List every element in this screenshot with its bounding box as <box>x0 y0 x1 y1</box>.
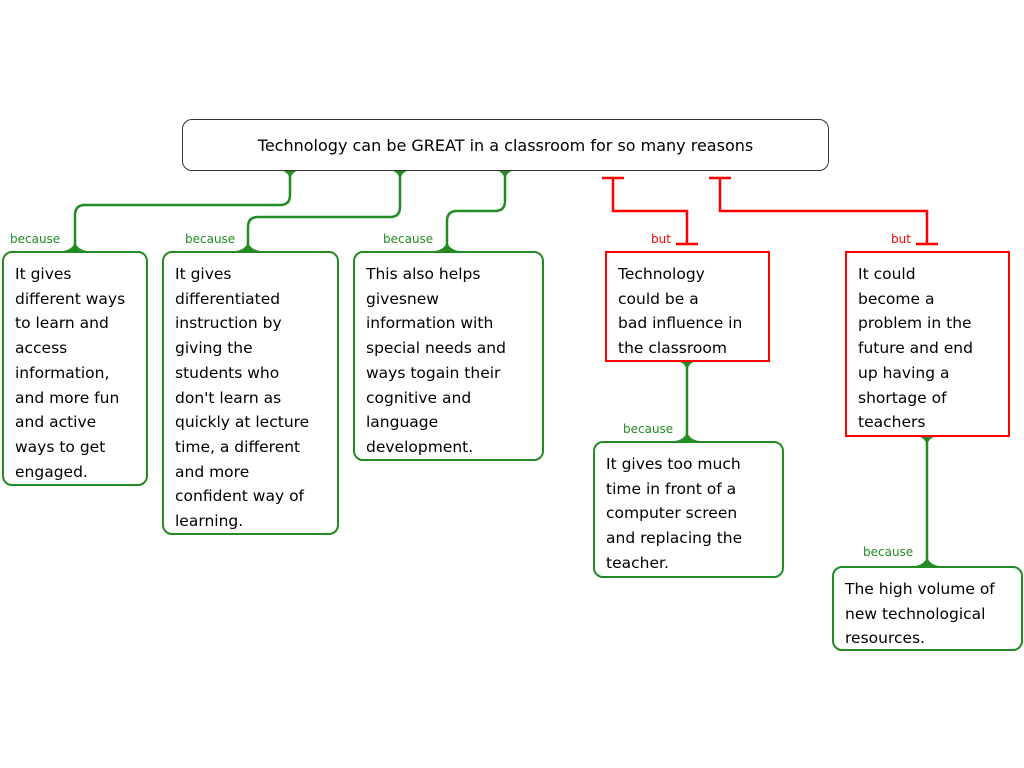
objection-box-2[interactable]: It could become a problem in the future … <box>845 251 1010 437</box>
reason-line: information, <box>15 363 110 382</box>
objection-2-reason-box[interactable]: The high volume of new technological res… <box>832 566 1023 651</box>
because-label: because <box>10 232 61 246</box>
reason-line: new technological <box>845 604 986 623</box>
reason-line: ways to get <box>15 437 106 456</box>
objection-line: teachers <box>858 413 926 432</box>
reason-line: to learn and <box>15 314 109 333</box>
reason-line: confident way of <box>175 487 305 506</box>
reason-line: special needs and <box>366 339 506 358</box>
objection-line: It could <box>858 265 916 283</box>
reason-line: giving the <box>175 339 253 358</box>
reason-line: resources. <box>845 629 926 648</box>
reason-line: It gives <box>15 265 72 283</box>
objection-line: could be a <box>618 289 699 308</box>
reason-line: It gives <box>175 265 232 283</box>
reason-line: students who <box>175 363 280 382</box>
reason-line: teacher. <box>606 553 669 572</box>
reason-line: engaged. <box>15 462 88 481</box>
objection-line: future and end <box>858 339 973 358</box>
reason-box-2[interactable]: It gives differentiated instruction by g… <box>162 251 339 535</box>
reason-box-3[interactable]: This also helps givesnew information wit… <box>353 251 544 461</box>
link-reason-3 <box>445 172 507 251</box>
reason-line: The high volume of <box>845 580 995 598</box>
but-label: but <box>651 232 671 246</box>
reason-line: cognitive and <box>366 388 472 407</box>
reason-line: information with <box>366 314 494 333</box>
objection-box-1[interactable]: Technology could be a bad influence in t… <box>605 251 770 362</box>
link-objection-1 <box>602 176 698 246</box>
because-label: because <box>383 232 434 246</box>
reason-line: ways togain their <box>366 363 501 382</box>
reason-line: language <box>366 413 439 432</box>
reason-line: time in front of a <box>606 479 737 498</box>
objection-line: Technology <box>618 265 705 283</box>
objection-line: up having a <box>858 363 950 382</box>
reason-line: access <box>15 339 68 358</box>
link-reason-1 <box>73 172 292 251</box>
link-objection-2 <box>709 176 938 246</box>
but-label: but <box>891 232 911 246</box>
reason-line: quickly at lecture <box>175 413 310 432</box>
because-label: because <box>185 232 236 246</box>
objection-line: problem in the <box>858 314 972 333</box>
objection-line: become a <box>858 289 935 308</box>
reason-line: and replacing the <box>606 529 743 548</box>
reason-line: time, a different <box>175 437 301 456</box>
objection-line: shortage of <box>858 388 947 407</box>
objection-1-reason-box[interactable]: It gives too much time in front of a com… <box>593 441 784 578</box>
objection-line: bad influence in <box>618 314 743 333</box>
main-claim-text: Technology can be GREAT in a classroom f… <box>257 136 754 155</box>
reason-line: instruction by <box>175 314 282 333</box>
link-reason-2 <box>246 172 402 251</box>
reason-line: don't learn as <box>175 388 282 407</box>
reason-box-1[interactable]: It gives different ways to learn and acc… <box>2 251 148 486</box>
main-claim[interactable]: Technology can be GREAT in a classroom f… <box>182 119 829 171</box>
reason-line: learning. <box>175 512 244 531</box>
reason-line: and more <box>175 462 250 481</box>
objection-line: the classroom <box>618 339 727 358</box>
reason-line: differentiated <box>175 289 281 308</box>
reason-line: givesnew <box>366 289 439 308</box>
reason-line: different ways <box>15 289 126 308</box>
reason-line: This also helps <box>366 265 481 283</box>
reason-line: computer screen <box>606 504 738 523</box>
reason-line: and more fun <box>15 388 120 407</box>
reason-line: It gives too much <box>606 455 741 473</box>
reason-line: and active <box>15 413 97 432</box>
because-label: because <box>863 545 914 559</box>
because-label: because <box>623 422 674 436</box>
reason-line: development. <box>366 437 474 456</box>
